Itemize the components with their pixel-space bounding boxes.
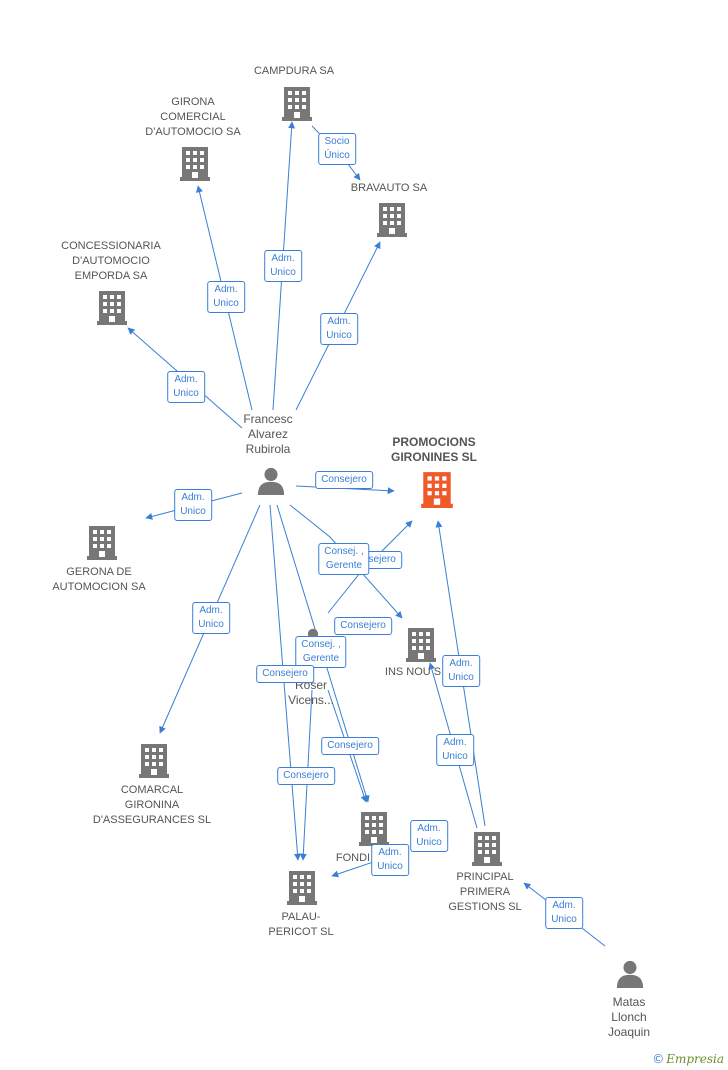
edge-label-adm-matas: Adm. Unico bbox=[545, 897, 583, 929]
edge-label-adm-insnou: Adm. Unico bbox=[442, 655, 480, 687]
building-icon-girona-comercial bbox=[180, 147, 210, 181]
person-icon-matas bbox=[616, 960, 644, 988]
node-girona-comercial[interactable]: GIRONA COMERCIAL D'AUTOMOCIO SA bbox=[145, 96, 241, 138]
copyright-icon: © bbox=[652, 1052, 665, 1066]
node-palau[interactable]: PALAU- PERICOT SL bbox=[268, 911, 334, 938]
edge-label-consejero-promocions: Consejero bbox=[315, 471, 373, 489]
edge-francesc-insnou bbox=[289, 504, 403, 619]
edge-label-adm-fondi-palau: Adm. Unico bbox=[410, 820, 448, 852]
node-principal[interactable]: PRINCIPAL PRIMERA GESTIONS SL bbox=[448, 871, 522, 913]
building-icon-ins-nou bbox=[406, 628, 436, 662]
edge-label-consejero-fondi: Consejero bbox=[321, 737, 379, 755]
edge-label-adm-fondi: Adm. Unico bbox=[371, 844, 409, 876]
edge-label-adm-girona: Adm. Unico bbox=[207, 281, 245, 313]
building-icon-campdura bbox=[282, 87, 312, 121]
edge-label-adm-concessionaria: Adm. Unico bbox=[167, 371, 205, 403]
brand-logo[interactable]: ©Empresia bbox=[652, 1052, 724, 1066]
node-matas[interactable]: Matas Llonch Joaquin bbox=[607, 995, 651, 1039]
building-icon-palau bbox=[287, 871, 317, 905]
node-ins-nou[interactable]: INS NOU S bbox=[384, 666, 442, 678]
edge-label-adm-gerona: Adm. Unico bbox=[174, 489, 212, 521]
node-fondi[interactable]: FONDI bbox=[335, 852, 371, 864]
building-icon-concessionaria bbox=[97, 291, 127, 325]
building-icon-gerona-de bbox=[87, 526, 117, 560]
edge-label-consejero-roser: Consejero bbox=[256, 665, 314, 683]
edge-label-consejero-insnou: Consejero bbox=[334, 617, 392, 635]
edge-label-adm-bravauto: Adm. Unico bbox=[320, 313, 358, 345]
edge-label-consej-gerente-1: Consej. , Gerente bbox=[318, 543, 370, 575]
node-bravauto[interactable]: BRAVAUTO SA bbox=[350, 182, 428, 194]
node-campdura[interactable]: CAMPDURA SA bbox=[253, 65, 335, 77]
edge-label-consejero-palau: Consejero bbox=[277, 767, 335, 785]
node-promocions[interactable]: PROMOCIONS GIRONINES SL bbox=[390, 435, 478, 464]
building-icon-fondi bbox=[359, 812, 389, 846]
node-comarcal[interactable]: COMARCAL GIRONINA D'ASSEGURANCES SL bbox=[92, 784, 212, 826]
node-gerona-de[interactable]: GERONA DE AUTOMOCION SA bbox=[52, 566, 146, 593]
brand-name: Empresia bbox=[666, 1052, 724, 1066]
node-francesc[interactable]: Francesc Alvarez Rubirola bbox=[243, 412, 293, 456]
edge-label-adm-campdura: Adm. Unico bbox=[264, 250, 302, 282]
node-concessionaria[interactable]: CONCESSIONARIA D'AUTOMOCIO EMPORDA SA bbox=[61, 240, 161, 282]
edge-label-adm-principal-insnou: Adm. Unico bbox=[436, 734, 474, 766]
edge-label-socio-unico: Socio Único bbox=[318, 133, 356, 165]
building-icon-bravauto bbox=[377, 203, 407, 237]
building-icon-principal bbox=[472, 832, 502, 866]
person-icon-francesc bbox=[257, 467, 285, 495]
building-icon-comarcal bbox=[139, 744, 169, 778]
edge-label-adm-comarcal: Adm. Unico bbox=[192, 602, 230, 634]
edge-label-consej-gerente-2: Consej. , Gerente bbox=[295, 636, 347, 668]
building-icon-promocions bbox=[421, 472, 453, 508]
